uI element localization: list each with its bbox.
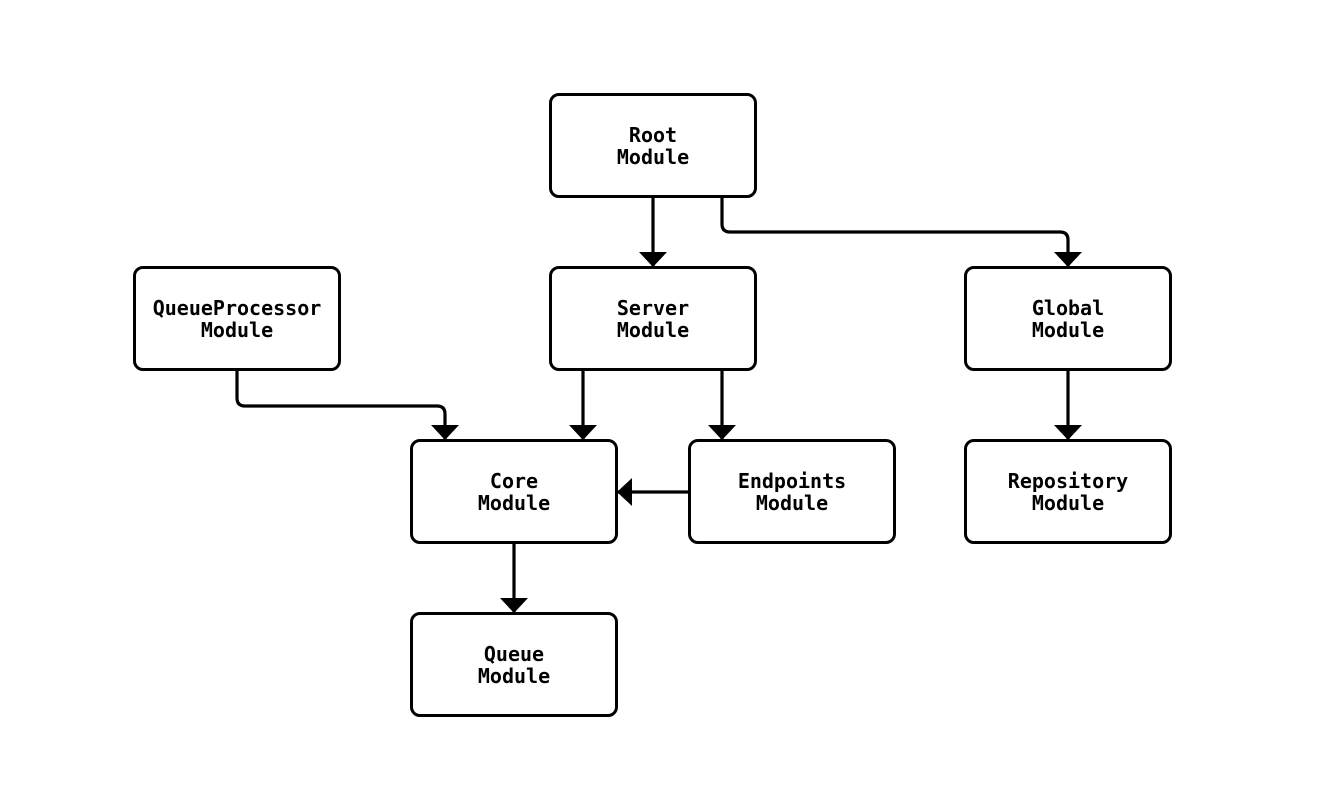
node-label: Global: [1031, 295, 1105, 320]
node-queue-module: Queue Module: [410, 612, 618, 717]
node-server-module: Server Module: [549, 266, 757, 371]
node-label: Module: [1031, 490, 1105, 515]
node-endpoints-module: Endpoints Module: [688, 439, 896, 544]
edge-queueprocessor-to-core: [235, 371, 459, 440]
edge-root-to-global: [720, 198, 1082, 267]
node-global-module: Global Module: [964, 266, 1172, 371]
node-root-module: Root Module: [549, 93, 757, 198]
node-label: QueueProcessor: [152, 295, 322, 320]
node-label: Module: [616, 317, 690, 342]
node-core-module: Core Module: [410, 439, 618, 544]
node-label: Module: [755, 490, 829, 515]
node-label: Module: [477, 663, 551, 688]
node-label: Module: [477, 490, 551, 515]
node-queueprocessor-module: QueueProcessor Module: [133, 266, 341, 371]
node-label: Module: [616, 144, 690, 169]
edge-group: [235, 198, 1082, 613]
node-label: Module: [200, 317, 274, 342]
node-label: Server: [616, 295, 690, 320]
node-label: Core: [489, 468, 539, 493]
node-label: Queue: [483, 641, 545, 666]
node-label: Module: [1031, 317, 1105, 342]
node-label: Root: [628, 122, 678, 147]
node-label: Repository: [1007, 468, 1129, 493]
node-repository-module: Repository Module: [964, 439, 1172, 544]
node-label: Endpoints: [737, 468, 847, 493]
